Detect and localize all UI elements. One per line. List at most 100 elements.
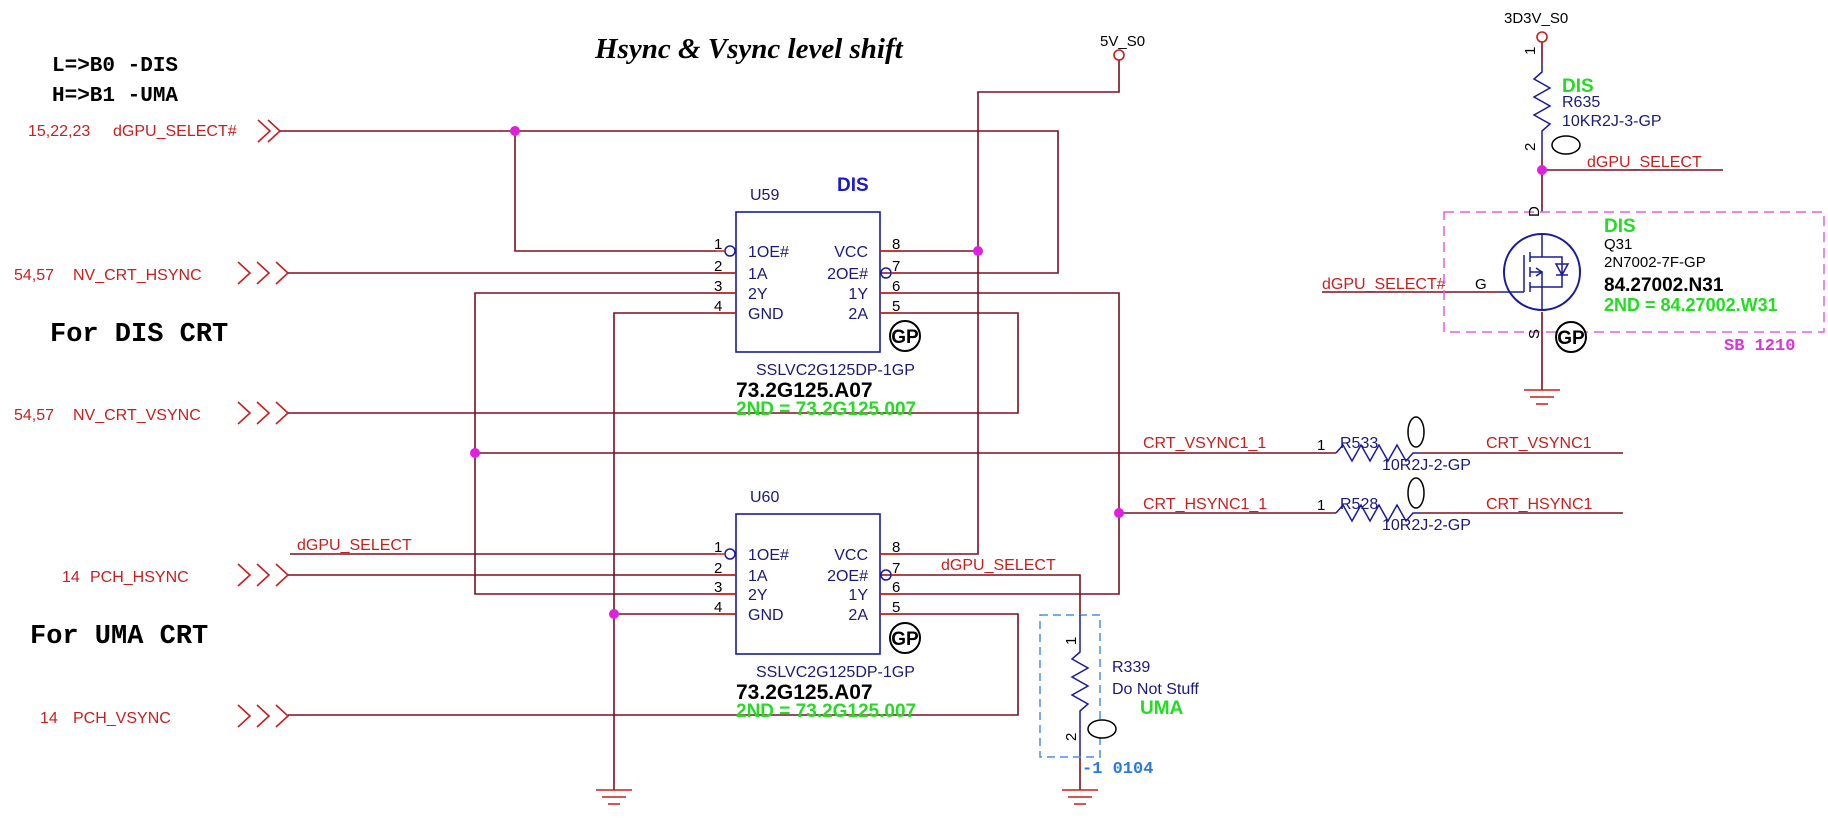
- pin-name: 1Y: [848, 286, 868, 303]
- pin-number: 4: [714, 298, 722, 315]
- pin-name: GND: [748, 607, 784, 624]
- offpage-pch-vsync: 14 PCH_VSYNC: [40, 704, 290, 728]
- pin-name: VCC: [834, 547, 868, 564]
- ic-u59[interactable]: U59 DIS 1 2 3 4 1OE# 1A 2Y GND 8 7 6 5 V…: [714, 175, 921, 420]
- power-5v-s0: 5V_S0: [1100, 33, 1145, 61]
- ic-pn: 73.2G125.A07: [736, 681, 873, 704]
- power-label: 5V_S0: [1100, 33, 1145, 50]
- pin-name: 2OE#: [827, 266, 868, 283]
- pin-bubble: [724, 548, 736, 560]
- net-label-dgpu-select-n-q31: dGPU_SELECT#: [1322, 276, 1446, 293]
- transistor-second-source: 2ND = 84.27002.W31: [1604, 295, 1778, 315]
- resistor-r635[interactable]: 1 2 DIS R635 10KR2J-3-GP: [1522, 47, 1662, 158]
- resistor-body: [1070, 615, 1090, 755]
- transistor-q31[interactable]: D G S DIS Q31 2N7002-7F-GP 84.27002.N31 …: [1443, 206, 1825, 356]
- pin-number: 1: [714, 539, 722, 556]
- pin-name: 2Y: [748, 286, 768, 303]
- resistor-r533[interactable]: 1 R533 10R2J-2-GP: [1317, 416, 1471, 474]
- pin-number: 2: [1522, 143, 1539, 151]
- gp-badge: [1407, 477, 1425, 509]
- resistor-ref: R528: [1340, 496, 1378, 513]
- offpage-pch-hsync: 14 PCH_HSYNC: [62, 563, 290, 587]
- offpage-refs: 54,57: [14, 267, 54, 284]
- ic-body: [735, 211, 881, 353]
- pin-number: 1: [1063, 637, 1080, 645]
- pin-name: 1A: [748, 266, 768, 283]
- section-label-uma: For UMA CRT: [30, 622, 208, 652]
- pin-label: G: [1475, 276, 1487, 293]
- pin-number: 4: [714, 599, 722, 616]
- gp-badge-text: GP: [1557, 328, 1585, 349]
- net-label-dgpu-select-r635: dGPU_SELECT: [1587, 154, 1702, 171]
- pin-number: 1: [1522, 47, 1539, 55]
- bom-note-box: [1443, 211, 1825, 333]
- net-label-crt-vsync1-1: CRT_VSYNC1_1: [1143, 435, 1266, 452]
- offpage-arrow: [237, 704, 290, 728]
- wires: [280, 42, 1723, 790]
- gp-badge: [1407, 416, 1425, 448]
- resistor-value: Do Not Stuff: [1112, 681, 1199, 698]
- resistor-ref: R533: [1340, 435, 1378, 452]
- resistor-ref: R339: [1112, 659, 1150, 676]
- ic-u60[interactable]: U60 1 2 3 4 1OE# 1A 2Y GND 8 7 6 5 VCC 2…: [714, 489, 921, 722]
- ground-symbol: [596, 789, 632, 805]
- pin-number: 5: [892, 599, 900, 616]
- net-label-crt-vsync1: CRT_VSYNC1: [1486, 435, 1592, 452]
- variant-label: UMA: [1140, 698, 1184, 719]
- offpage-net: PCH_HSYNC: [90, 569, 189, 586]
- offpage-net: PCH_VSYNC: [73, 710, 171, 727]
- pin-number: 7: [892, 560, 900, 577]
- sheet-title: Hsync & Vsync level shift: [594, 33, 904, 65]
- pin-name: GND: [748, 306, 784, 323]
- offpage-nv-crt-vsync: 54,57 NV_CRT_VSYNC: [14, 401, 290, 425]
- gp-badge-text: GP: [891, 327, 919, 348]
- resistor-r339[interactable]: 1 2 R339 Do Not Stuff UMA -1 0104: [1039, 614, 1199, 779]
- offpage-refs: 14: [62, 569, 80, 586]
- ic-second-source: 2ND = 73.2G125.007: [736, 399, 916, 420]
- transistor-part: 2N7002-7F-GP: [1604, 254, 1706, 271]
- pin-number: 1: [714, 236, 722, 253]
- transistor-pn: 84.27002.N31: [1604, 275, 1724, 296]
- pin-name: 2Y: [748, 587, 768, 604]
- ic-pn: 73.2G125.A07: [736, 379, 873, 402]
- pin-number: 2: [714, 258, 722, 275]
- offpage-refs: 14: [40, 710, 58, 727]
- offpage-arrow: [237, 401, 290, 425]
- resistor-r528[interactable]: 1 R528 10R2J-2-GP: [1317, 477, 1471, 534]
- ic-second-source: 2ND = 73.2G125.007: [736, 701, 916, 722]
- pin-bubble: [724, 245, 736, 257]
- variant-label: DIS: [1604, 216, 1636, 237]
- ic-part: SSLVC2G125DP-1GP: [756, 362, 915, 379]
- net-label-dgpu-select-u60: dGPU_SELECT: [297, 537, 412, 554]
- resistor-ref: R635: [1562, 94, 1600, 111]
- variant-label: DIS: [837, 175, 869, 196]
- gp-badge: [1087, 719, 1117, 739]
- bom-note: -1 0104: [1082, 760, 1153, 779]
- section-label-dis: For DIS CRT: [50, 320, 228, 350]
- mosfet-symbol: [1500, 234, 1570, 310]
- ic-ref: U59: [750, 187, 779, 204]
- gp-badge: [1555, 321, 1587, 353]
- ic-ref: U60: [750, 489, 779, 506]
- gp-badge: [1551, 135, 1581, 155]
- pin-name: VCC: [834, 244, 868, 261]
- offpage-refs: 54,57: [14, 407, 54, 424]
- pin-name: 2A: [848, 306, 868, 323]
- power-3d3v-s0: 3D3V_S0: [1504, 10, 1568, 43]
- ground-symbol: [1062, 789, 1098, 805]
- pin-name: 1OE#: [748, 244, 789, 261]
- offpage-refs: 15,22,23: [28, 123, 90, 140]
- net-label-crt-hsync1-1: CRT_HSYNC1_1: [1143, 496, 1267, 513]
- pin-number: 2: [1063, 733, 1080, 741]
- resistor-value: 10KR2J-3-GP: [1562, 113, 1662, 130]
- pin-label: D: [1526, 206, 1543, 217]
- ground-symbol: [1524, 389, 1560, 405]
- gp-badge: [889, 622, 921, 654]
- pin-number: 5: [892, 298, 900, 315]
- pin-number: 8: [892, 539, 900, 556]
- ic-body: [735, 513, 881, 655]
- gp-badge: [889, 320, 921, 352]
- net-label-dgpu-select-r339: dGPU_SELECT: [941, 557, 1056, 574]
- pin-number: 6: [892, 579, 900, 596]
